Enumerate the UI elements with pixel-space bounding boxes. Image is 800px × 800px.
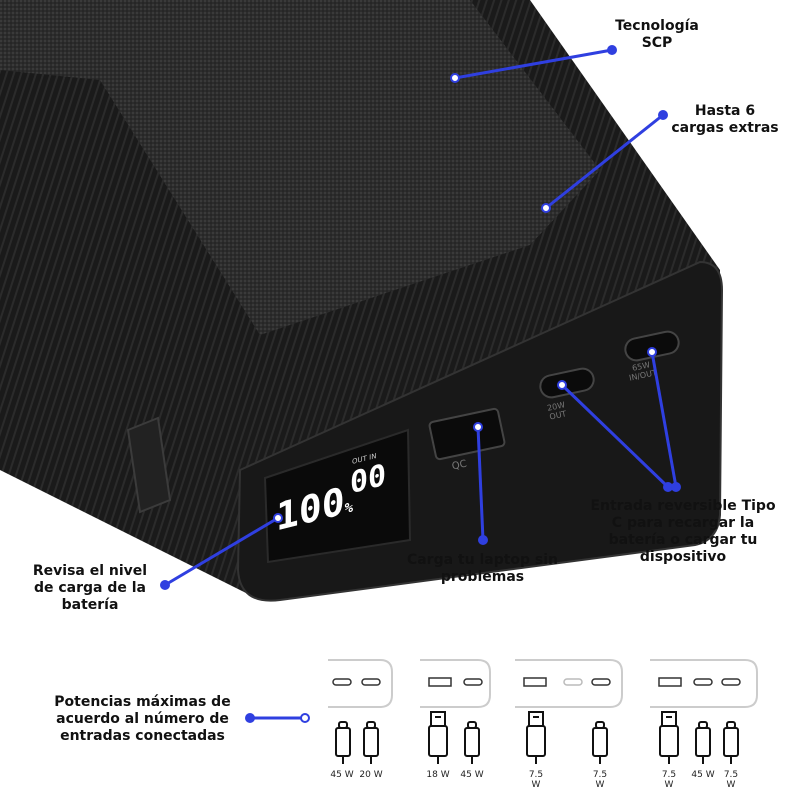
config2-label-1: 18 W <box>426 770 450 780</box>
callout-potencias: Potencias máximas de acuerdo al número d… <box>54 694 231 744</box>
callout-nivel: Revisa el nivel de carga de la batería <box>32 563 148 613</box>
callout-tipo-c: Entrada reversible Tipo C para recargar … <box>590 498 776 565</box>
callout-laptop: Carga tu laptop sin problemas <box>406 552 559 585</box>
callout-cargas: Hasta 6 cargas extras <box>671 103 779 136</box>
config4-label-3: 7.5 W <box>723 770 739 790</box>
lcd-display <box>263 428 412 564</box>
callout-scp: Tecnología SCP <box>615 18 699 51</box>
config3-label-2: 7.5 W <box>592 770 608 790</box>
usb-a-port <box>428 407 506 461</box>
config4-label-1: 7.5 W <box>661 770 677 790</box>
power-button <box>126 416 172 514</box>
fabric-panel <box>0 0 600 335</box>
config1-label-2: 20 W <box>359 770 383 780</box>
config3-label-1: 7.5 W <box>528 770 544 790</box>
config2-label-2: 45 W <box>460 770 484 780</box>
config4-label-2: 45 W <box>691 770 715 780</box>
config1-label-1: 45 W <box>330 770 354 780</box>
